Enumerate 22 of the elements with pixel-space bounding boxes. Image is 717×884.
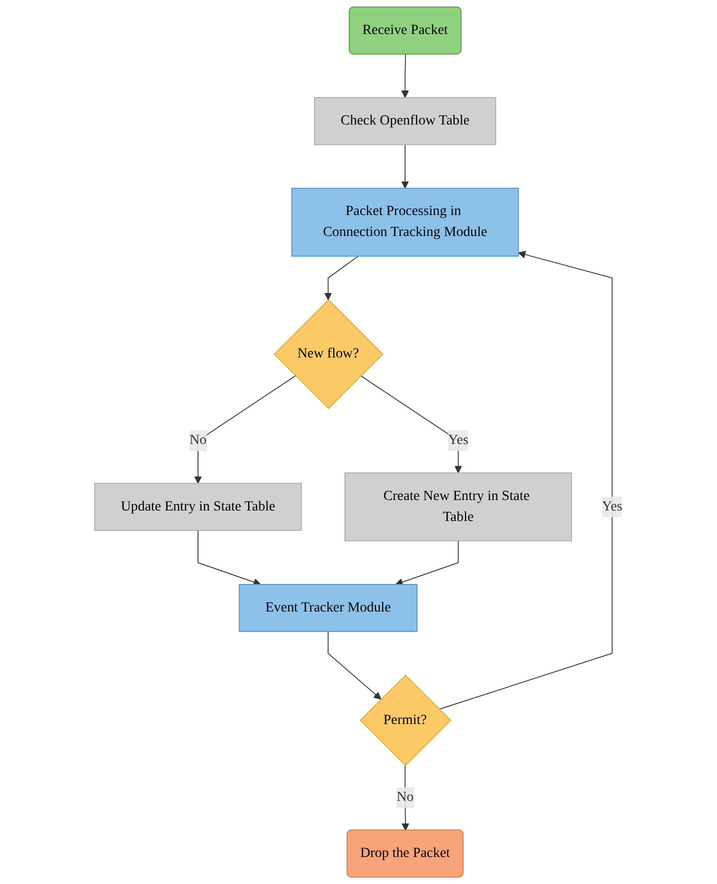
arrow [395,540,459,586]
edge-label: Yes [448,430,468,452]
edge-label: No [190,430,207,452]
process-box: Packet Processing in Connection Tracking Module [291,188,519,257]
arrow [324,256,359,300]
arrow [194,375,296,484]
arrow [401,144,409,189]
decision-diamond: Permit? [360,674,452,766]
terminal-box: Drop the Packet [346,830,464,878]
process-box: Update Entry in State Table [94,482,302,531]
edge-label: Yes [602,496,622,518]
arrow [328,631,382,700]
process-box: Create New Entry in State Table [344,472,572,542]
edge-label: No [396,787,414,808]
process-box: Event Tracker Module [238,584,418,632]
terminal-box: Receive Packet [348,6,462,54]
arrow [360,375,462,474]
process-box: Check Openflow Table [314,97,496,146]
arrow [198,530,261,586]
arrow [438,250,613,710]
arrow [401,54,409,98]
decision-diamond: New flow? [274,299,384,410]
